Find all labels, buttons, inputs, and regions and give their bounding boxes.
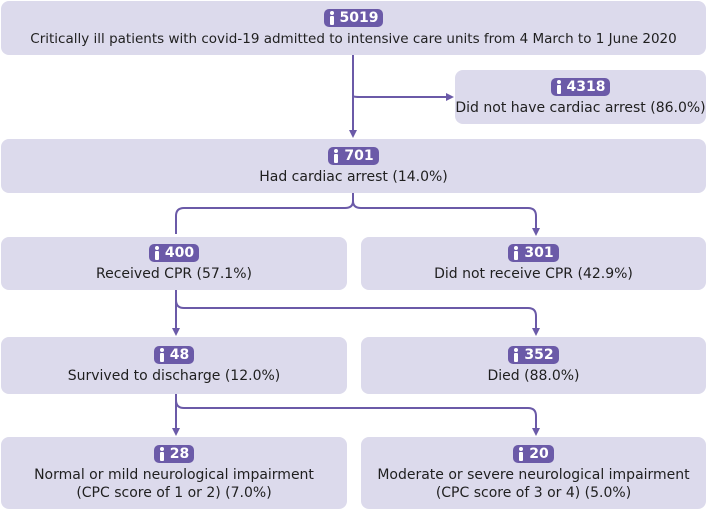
arrow-cpr-to-died	[175, 299, 540, 336]
count-badge: 701	[328, 146, 379, 165]
count-value: 28	[169, 445, 190, 462]
arrow-survived-to-severe	[175, 399, 540, 436]
count-value: 20	[529, 445, 549, 462]
count-badge: 400	[148, 244, 200, 262]
count-value: 701	[344, 147, 374, 164]
node-mild: 28 Normal or mild neurological impairmen…	[1, 437, 347, 509]
person-icon	[514, 348, 519, 362]
person-icon	[329, 10, 334, 25]
node-label-line1: Moderate or severe neurological impairme…	[377, 466, 690, 483]
node-severe: 20 Moderate or severe neurological impai…	[361, 437, 706, 509]
count-badge: 4318	[550, 77, 611, 96]
node-survived: 48 Survived to discharge (12.0%)	[1, 337, 347, 394]
node-no-cpr: 301 Did not receive CPR (42.9%)	[361, 237, 706, 290]
person-icon	[159, 446, 164, 461]
node-label-line1: Normal or mild neurological impairment	[34, 466, 314, 483]
count-badge: 352	[508, 346, 559, 364]
node-label: Survived to discharge (12.0%)	[67, 368, 281, 384]
node-label: Had cardiac arrest (14.0%)	[259, 168, 448, 185]
node-label: Did not receive CPR (42.9%)	[434, 266, 633, 282]
count-value: 400	[164, 245, 195, 261]
count-badge: 48	[153, 346, 195, 364]
node-label: Did not have cardiac arrest (86.0%)	[455, 99, 706, 116]
count-value: 5019	[339, 9, 379, 26]
count-badge: 5019	[323, 8, 384, 27]
count-value: 352	[524, 347, 554, 363]
person-icon	[154, 246, 159, 260]
node-root: 5019 Critically ill patients with covid-…	[1, 1, 706, 55]
node-label: Died (88.0%)	[487, 368, 580, 384]
person-icon	[514, 246, 519, 260]
count-value: 4318	[566, 78, 606, 95]
person-icon	[556, 79, 561, 94]
node-cpr: 400 Received CPR (57.1%)	[1, 237, 347, 290]
arrow-root-to-no-arrest	[352, 93, 454, 101]
node-label-line2: (CPC score of 1 or 2) (7.0%)	[76, 484, 272, 501]
node-arrest: 701 Had cardiac arrest (14.0%)	[1, 139, 706, 193]
person-icon	[519, 446, 524, 461]
node-no-arrest: 4318 Did not have cardiac arrest (86.0%)	[455, 70, 706, 124]
count-badge: 28	[153, 444, 195, 463]
count-badge: 301	[508, 244, 559, 262]
person-icon	[159, 348, 164, 362]
node-label: Received CPR (57.1%)	[96, 266, 252, 282]
count-value: 48	[169, 347, 190, 363]
node-died: 352 Died (88.0%)	[361, 337, 706, 394]
node-label-line2: (CPC score of 3 or 4) (5.0%)	[435, 484, 632, 501]
count-badge: 20	[513, 444, 554, 463]
person-icon	[334, 148, 339, 163]
node-label: Critically ill patients with covid-19 ad…	[30, 30, 677, 47]
arrow-arrest-to-branches	[175, 193, 536, 234]
count-value: 301	[524, 245, 554, 261]
